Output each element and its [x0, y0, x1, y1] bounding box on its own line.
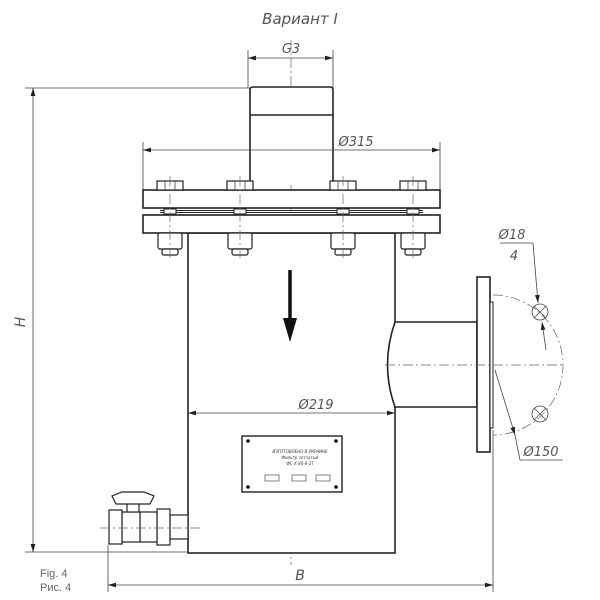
width-label: B: [295, 568, 305, 584]
bolt-circle-label: Ø150: [522, 445, 558, 460]
body-diameter-label: Ø219: [297, 398, 333, 413]
flow-arrow-icon: [283, 270, 297, 342]
width-dimension: B: [107, 430, 494, 592]
bolt-hole: [531, 303, 549, 321]
height-label: H: [13, 316, 29, 327]
bolt: [329, 176, 357, 258]
bolt: [399, 176, 427, 258]
nameplate: ИЗГОТОВЛЕНО В УКРАИНЕ Фильтр сетчатый ФС…: [241, 435, 343, 493]
hole-diameter-label: Ø18: [498, 228, 526, 243]
variant-title: Вариант I: [262, 10, 338, 28]
bolt-hole: [531, 405, 549, 423]
thread-dimension: G3: [247, 42, 334, 88]
drain-valve: [100, 491, 200, 546]
nameplate-line3: ФС-Х-80-6-2Т: [286, 461, 314, 466]
bolt: [226, 176, 254, 258]
flange-dimension: Ø315: [142, 135, 441, 190]
bolt: [156, 176, 184, 258]
outlet-pipe: [249, 86, 334, 185]
thread-label: G3: [282, 42, 300, 57]
caption-en: Fig. 4: [40, 568, 68, 580]
body-dimension: Ø219: [188, 398, 395, 416]
flange-diameter-label: Ø315: [337, 135, 373, 150]
nameplate-line1: ИЗГОТОВЛЕНО В УКРАИНЕ: [272, 449, 328, 454]
bolt-circle-dimension: Ø150: [494, 369, 563, 461]
hole-dimension: Ø18 4: [498, 228, 547, 351]
cover-flange: [142, 189, 441, 234]
nameplate-line2: Фильтр сетчатый: [282, 455, 319, 460]
caption-ru: Рис. 4: [40, 582, 71, 594]
inlet-nozzle: [385, 276, 565, 453]
hole-count-label: 4: [510, 249, 518, 264]
height-dimension: H: [13, 87, 250, 553]
